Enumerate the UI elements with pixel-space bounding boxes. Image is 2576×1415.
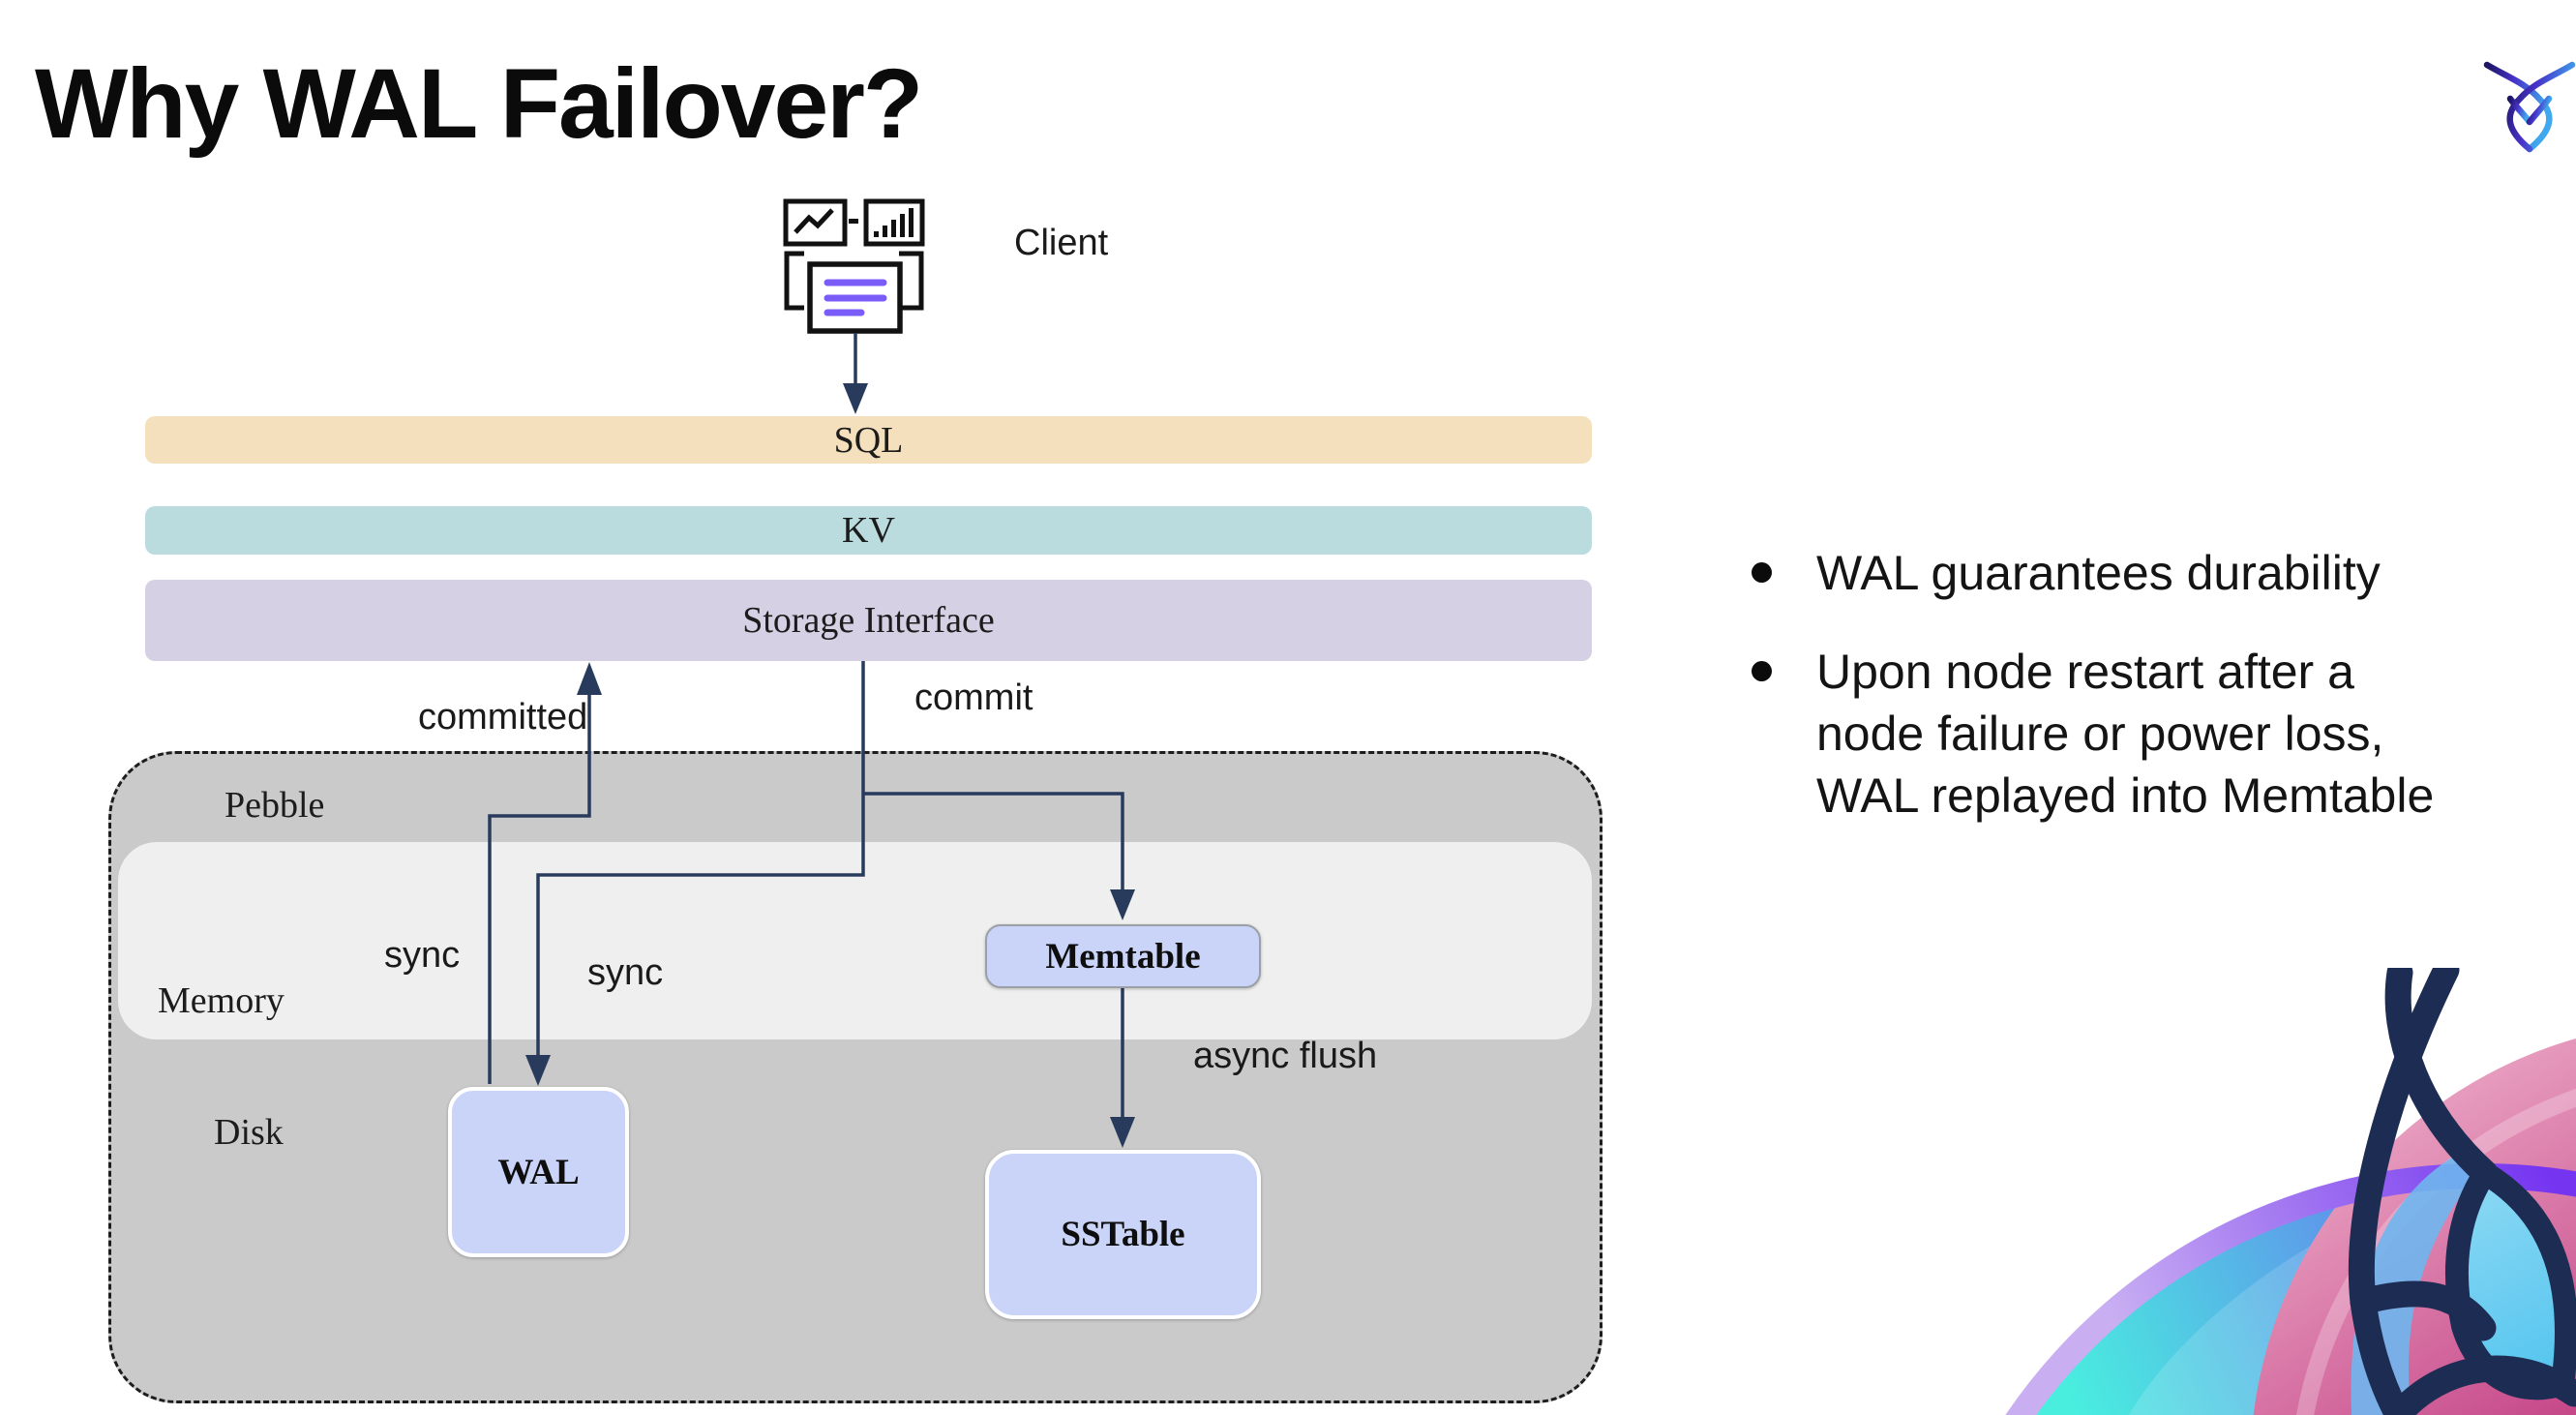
layer-sql-label: SQL [833, 419, 904, 461]
disk-label: Disk [214, 1112, 284, 1153]
memory-band [118, 842, 1592, 1039]
bullet-item: WAL guarantees durability [1752, 542, 2526, 604]
layer-kv: KV [145, 506, 1592, 555]
memtable-node: Memtable [985, 924, 1261, 988]
page-title: Why WAL Failover? [35, 48, 923, 159]
client-icon [783, 198, 925, 334]
layer-storage-interface: Storage Interface [145, 580, 1592, 661]
cockroachdb-logo-icon [2483, 61, 2576, 153]
memtable-label: Memtable [1045, 936, 1201, 977]
memory-label: Memory [158, 980, 285, 1021]
layer-kv-label: KV [842, 510, 895, 551]
bullet-dot [1752, 562, 1772, 583]
wal-label: WAL [497, 1152, 580, 1192]
bullet-item: Upon node restart after a node failure o… [1752, 641, 2526, 827]
client-label: Client [1014, 223, 1109, 263]
edge-label-async-flush: async flush [1193, 1036, 1378, 1076]
layer-sql: SQL [145, 416, 1592, 464]
bullet-text: Upon node restart after a node failure o… [1816, 645, 2435, 823]
sstable-label: SSTable [1061, 1215, 1185, 1254]
bullet-dot [1752, 661, 1772, 681]
pebble-label: Pebble [225, 785, 325, 826]
bullet-list: WAL guarantees durability Upon node rest… [1752, 542, 2526, 863]
edge-label-sync-left: sync [384, 935, 461, 976]
edge-label-commit: commit [914, 677, 1033, 718]
wal-node: WAL [448, 1087, 629, 1257]
edge-label-committed: committed [418, 697, 588, 738]
brand-corner-art [2005, 968, 2576, 1415]
edge-label-sync-right: sync [587, 952, 664, 993]
sstable-node: SSTable [985, 1150, 1261, 1319]
layer-storage-interface-label: Storage Interface [742, 600, 995, 641]
bullet-text: WAL guarantees durability [1816, 546, 2381, 600]
